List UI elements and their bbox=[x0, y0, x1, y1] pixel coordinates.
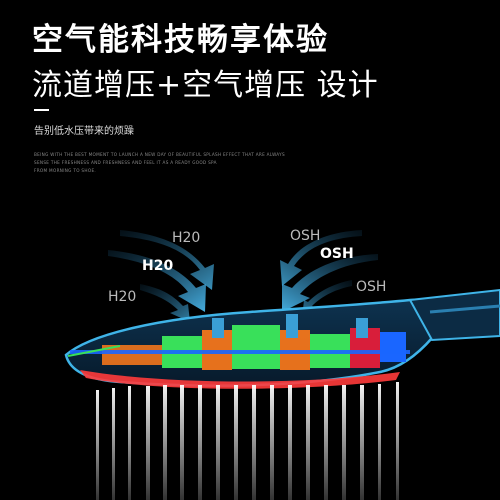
divider bbox=[34, 109, 49, 111]
air-inflow-arrows-left bbox=[108, 230, 214, 322]
fine-print-line: FROM MORNING TO SHOE. bbox=[34, 168, 97, 173]
tagline: 告别低水压带来的烦躁 bbox=[34, 126, 134, 137]
sub-title: 流道增压+空气增压 设计 bbox=[32, 68, 379, 103]
h2o-label-bottom: H20 bbox=[108, 289, 136, 305]
fine-print-line: SENSE THE FRESHNESS AND FRESHNESS AND FE… bbox=[34, 160, 217, 165]
osh-label-mid: OSH bbox=[320, 246, 354, 262]
water-spray bbox=[96, 382, 399, 500]
h2o-label-top: H20 bbox=[172, 230, 200, 246]
main-title: 空气能科技畅享体验 bbox=[32, 22, 329, 58]
osh-label-bottom: OSH bbox=[356, 279, 386, 295]
fine-print-line: BEING WITH THE BEST MOMENT TO LAUNCH A N… bbox=[34, 152, 285, 157]
osh-label-top: OSH bbox=[290, 228, 320, 244]
h2o-label-mid: H20 bbox=[142, 258, 173, 274]
shower-head-shell bbox=[64, 288, 500, 389]
